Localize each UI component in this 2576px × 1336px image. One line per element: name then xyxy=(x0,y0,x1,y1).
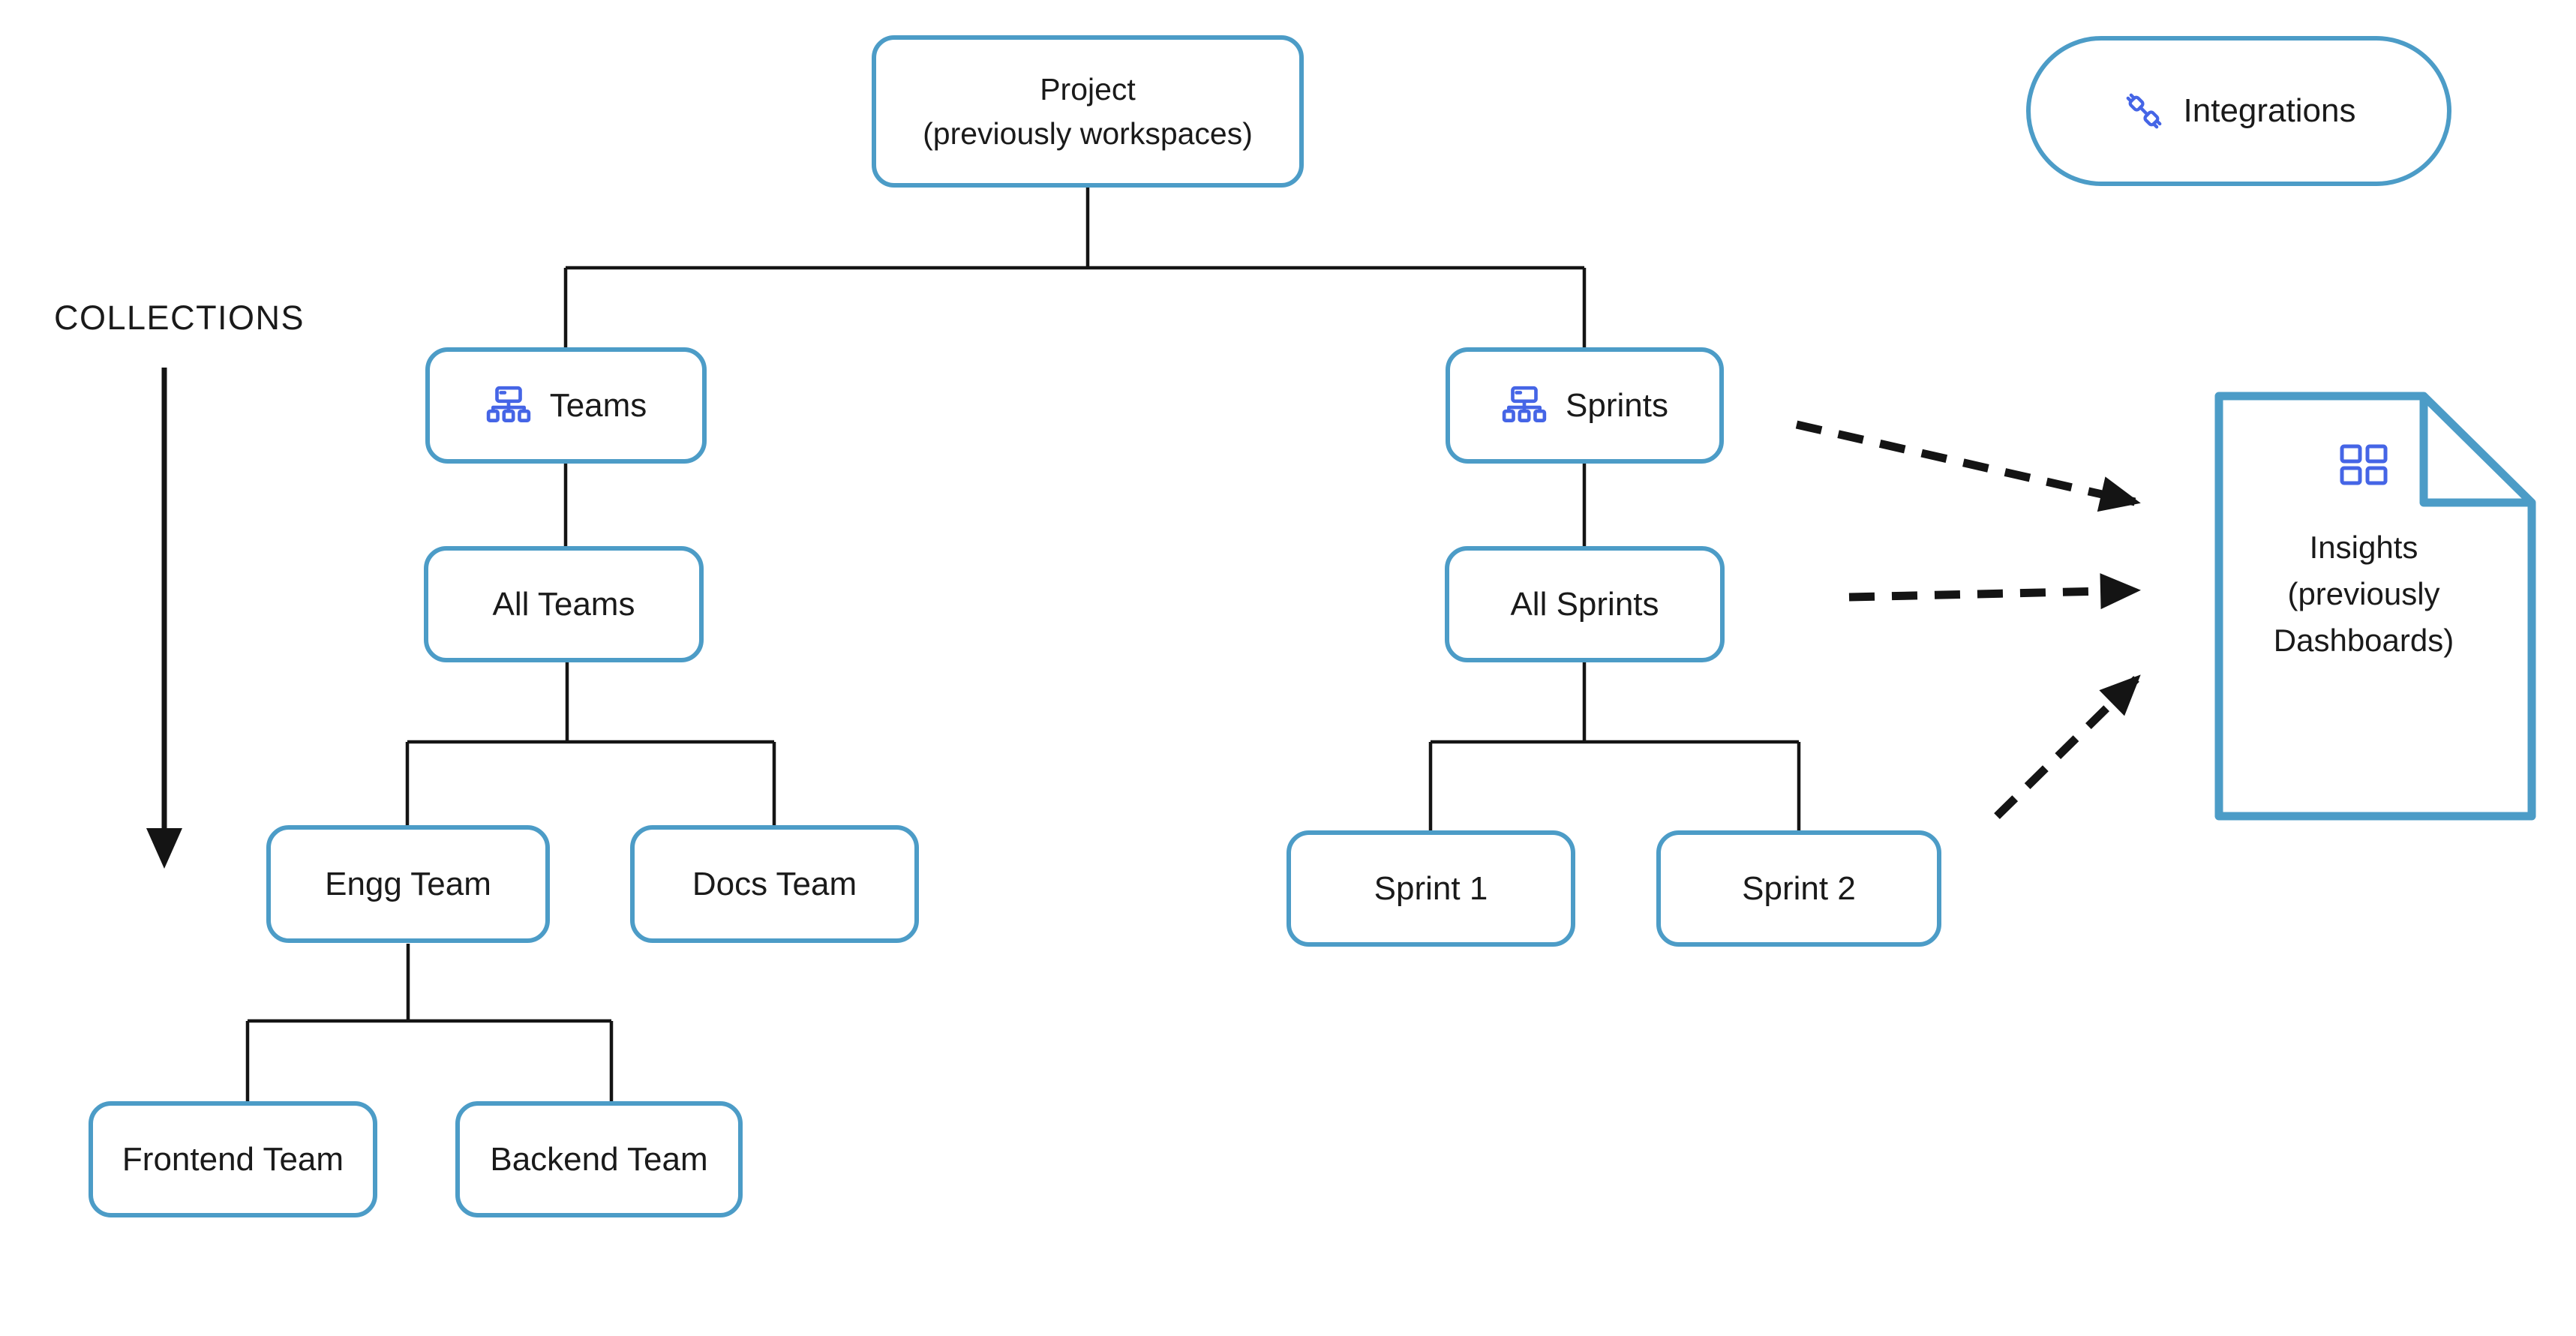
node-project[interactable]: Project (previously workspaces) xyxy=(872,35,1304,188)
node-teams[interactable]: Teams xyxy=(425,347,707,464)
node-all-sprints[interactable]: All Sprints xyxy=(1445,546,1725,662)
org-chart-icon xyxy=(485,386,532,426)
sprints-label: Sprints xyxy=(1566,386,1668,424)
insights-label-line2: (previously xyxy=(2287,576,2440,611)
collections-label: COLLECTIONS xyxy=(54,299,305,337)
insights-document-fold xyxy=(2419,396,2532,507)
all-sprints-label: All Sprints xyxy=(1510,585,1659,623)
node-sprint-2[interactable]: Sprint 2 xyxy=(1656,830,1941,947)
project-label-line1: Project xyxy=(1040,72,1136,107)
node-sprint-1[interactable]: Sprint 1 xyxy=(1286,830,1575,947)
node-sprints[interactable]: Sprints xyxy=(1446,347,1724,464)
integrations-label: Integrations xyxy=(2183,92,2356,129)
engg-team-label: Engg Team xyxy=(325,865,491,902)
insights-label-line1: Insights xyxy=(2309,530,2418,565)
node-all-teams[interactable]: All Teams xyxy=(424,546,704,662)
tree-connectors xyxy=(245,188,1801,1101)
dashed-arrow-sprint2-insights xyxy=(1994,674,2141,819)
dashed-arrow-sprints-insights xyxy=(1795,420,2141,512)
integrations-pill[interactable]: Integrations xyxy=(2026,36,2451,186)
teams-label: Teams xyxy=(549,386,647,424)
insights-document-content[interactable]: Insights (previously Dashboards) xyxy=(2219,396,2547,816)
insights-label-line3: Dashboards) xyxy=(2273,623,2454,658)
node-frontend-team[interactable]: Frontend Team xyxy=(89,1101,377,1217)
backend-team-label: Backend Team xyxy=(490,1140,708,1178)
project-label-line2: (previously workspaces) xyxy=(923,116,1253,151)
node-engg-team[interactable]: Engg Team xyxy=(266,825,550,943)
sprint-1-label: Sprint 1 xyxy=(1374,869,1488,907)
dashed-arrow-allsprints-insights xyxy=(1848,573,2141,610)
dashboard-grid-icon xyxy=(2339,444,2388,490)
node-docs-team[interactable]: Docs Team xyxy=(630,825,919,943)
org-chart-icon xyxy=(1501,386,1548,426)
all-teams-label: All Teams xyxy=(492,585,635,623)
insights-document-shape[interactable] xyxy=(2214,392,2536,821)
sprint-2-label: Sprint 2 xyxy=(1742,869,1856,907)
docs-team-label: Docs Team xyxy=(692,865,857,902)
plug-icon xyxy=(2122,89,2166,133)
insights-label: Insights (previously Dashboards) xyxy=(2274,524,2454,664)
node-backend-team[interactable]: Backend Team xyxy=(455,1101,743,1217)
frontend-team-label: Frontend Team xyxy=(122,1140,344,1178)
